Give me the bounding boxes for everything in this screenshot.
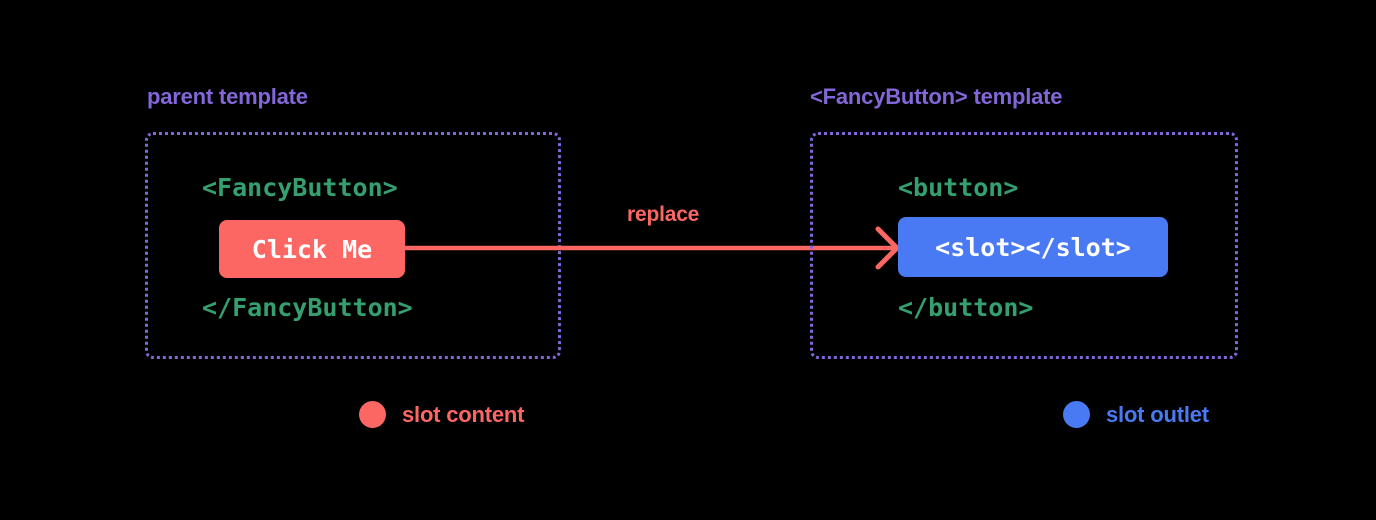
- parent-template-title: parent template: [147, 84, 308, 109]
- code-close-tag-button: </button>: [898, 293, 1034, 322]
- code-close-tag-fancybutton: </FancyButton>: [202, 293, 413, 322]
- fancybutton-template-panel: [810, 132, 1238, 359]
- legend-dot-slot-content-icon: [359, 401, 386, 428]
- legend-item-slot-outlet: slot outlet: [1063, 401, 1209, 428]
- parent-template-panel: [145, 132, 561, 359]
- code-open-tag-button: <button>: [898, 173, 1019, 202]
- slot-content-chip[interactable]: Click Me: [219, 220, 405, 278]
- legend-item-slot-content: slot content: [359, 401, 524, 428]
- arrow-head-icon: [875, 226, 901, 270]
- legend-dot-slot-outlet-icon: [1063, 401, 1090, 428]
- replace-arrow-label: replace: [627, 203, 700, 226]
- legend-label-slot-content: slot content: [402, 401, 525, 427]
- slot-outlet-chip[interactable]: <slot></slot>: [898, 217, 1168, 277]
- code-open-tag-fancybutton: <FancyButton>: [202, 173, 398, 202]
- replace-arrow: [403, 226, 901, 270]
- fancybutton-template-title: <FancyButton> template: [810, 84, 1063, 109]
- legend-label-slot-outlet: slot outlet: [1106, 401, 1209, 427]
